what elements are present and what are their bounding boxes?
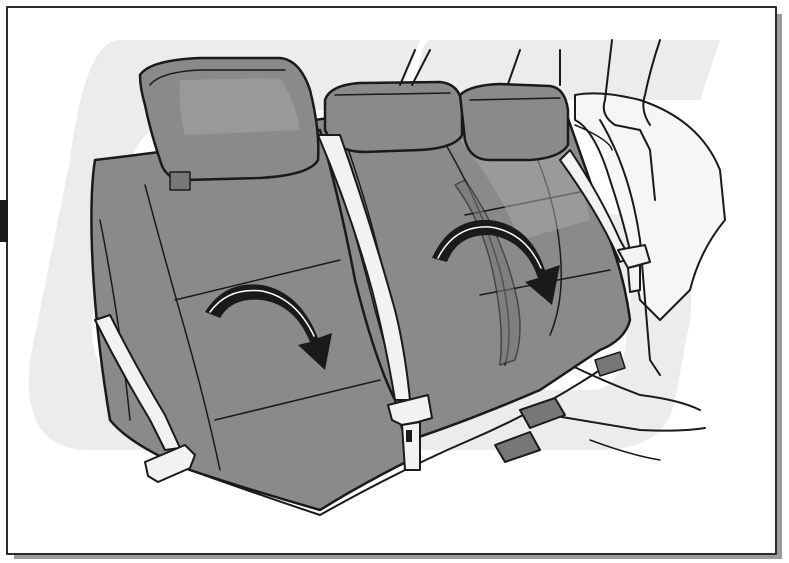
left-headrest xyxy=(140,58,318,190)
right-headrest xyxy=(460,84,568,160)
edge-tab xyxy=(0,200,8,242)
center-headrest xyxy=(325,82,462,152)
